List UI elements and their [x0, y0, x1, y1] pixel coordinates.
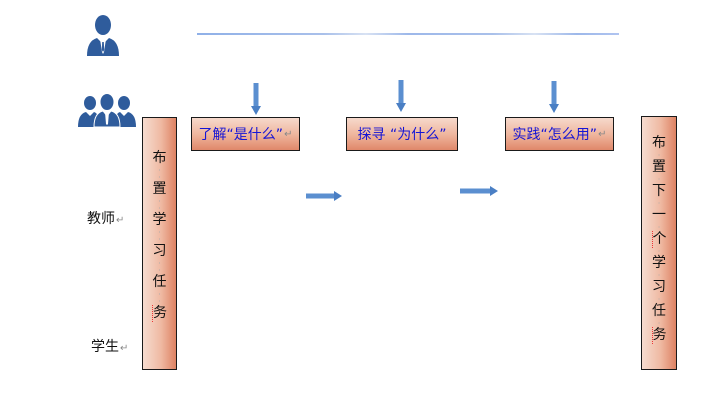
- box-char: 布: [652, 135, 666, 151]
- assign-next-task-box: 布· 置· 下· 一· 个· 学· 习· 任· 务: [641, 116, 677, 370]
- box-char: 置: [152, 181, 167, 197]
- down-arrow-icon: [396, 80, 406, 112]
- box-char: 置: [652, 159, 666, 175]
- box-char: 学: [152, 212, 167, 228]
- down-arrow-icon: [549, 81, 559, 113]
- box-char: 习: [152, 243, 167, 259]
- box-char: 习: [652, 279, 666, 295]
- step-box-how: 实践“怎么用”↵: [505, 117, 614, 151]
- teacher-label: 教师↵: [87, 211, 125, 227]
- box-char: 个: [651, 231, 667, 248]
- down-arrow-icon: [251, 83, 261, 115]
- teacher-icon: [85, 14, 121, 56]
- box-char: 布: [152, 150, 167, 166]
- box-char: 一: [652, 207, 666, 223]
- step-label: 了解“是什么”: [198, 127, 284, 143]
- box-char: 务: [651, 327, 667, 344]
- student-label: 学生↵: [91, 339, 129, 355]
- step-box-what: 了解“是什么”↵: [191, 117, 300, 151]
- right-arrow-icon: [460, 186, 498, 196]
- box-char: 学: [652, 255, 666, 271]
- box-char: 下: [652, 183, 666, 199]
- step-label: 探寻 “为什么”: [357, 127, 447, 143]
- box-char: 任: [152, 274, 167, 290]
- timeline-line: [197, 33, 619, 35]
- students-icon: [78, 93, 136, 128]
- step-box-why: 探寻 “为什么”: [346, 117, 458, 151]
- box-char: 任: [652, 303, 666, 319]
- box-char: 务: [152, 305, 167, 322]
- step-label: 实践“怎么用”: [512, 127, 598, 143]
- right-arrow-icon: [306, 191, 342, 201]
- assign-task-box: 布·· 置·· 学·· 习·· 任·· 务: [142, 117, 177, 370]
